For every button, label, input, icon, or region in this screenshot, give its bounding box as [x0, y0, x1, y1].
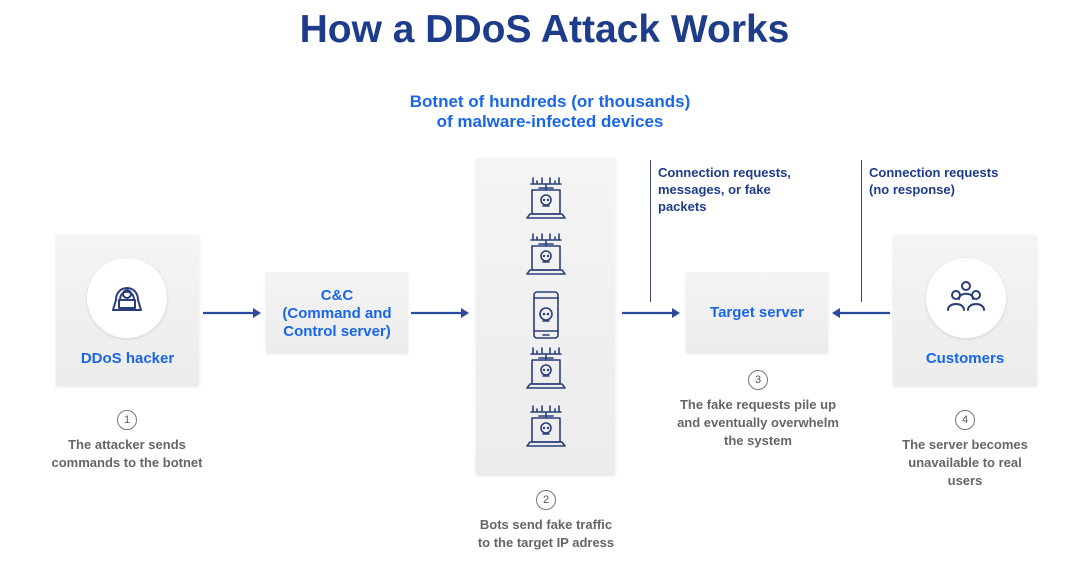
botnet-heading-line2: of malware-infected devices — [436, 112, 664, 131]
hacker-label: DDoS hacker — [80, 350, 175, 367]
attack-traffic-annotation-line3: packets — [658, 199, 707, 214]
botnet-heading: Botnet of hundreds (or thousands) of mal… — [320, 92, 780, 132]
infected-phone-icon — [533, 291, 559, 339]
customer-traffic-annotation-line1: Connection requests — [869, 165, 999, 180]
step-number-4: 4 — [955, 410, 975, 430]
infected-laptop-icon — [526, 347, 566, 389]
diagram-title: How a DDoS Attack Works — [299, 8, 790, 51]
hacker-icon-circle — [87, 258, 167, 338]
botnet-heading-line1: Botnet of hundreds (or thousands) — [409, 92, 691, 111]
target-server-card — [686, 272, 828, 352]
attack-traffic-annotation: Connection requests, messages, or fake p… — [658, 164, 838, 215]
customers-caption: The server becomes unavailable to real u… — [868, 436, 1062, 490]
infected-laptop-icon — [526, 233, 566, 275]
botnet-caption: Bots send fake traffic to the target IP … — [440, 516, 652, 552]
customer-traffic-annotation: Connection requests (no response) — [869, 164, 1049, 198]
botnet-caption-line2: to the target IP adress — [477, 535, 615, 550]
arrow-hacker-to-cnc — [203, 308, 261, 318]
target-caption-line3: the system — [724, 433, 792, 448]
customers-icon-circle — [926, 258, 1006, 338]
arrow-botnet-to-target — [622, 308, 680, 318]
infected-laptop-icon — [526, 405, 566, 447]
cnc-label: C&C (Command and Control server) — [266, 287, 408, 341]
customers-label: Customers — [925, 350, 1005, 367]
infected-laptop-icon — [526, 177, 566, 219]
target-caption: The fake requests pile up and eventually… — [645, 396, 871, 450]
cnc-label-line3: Control server) — [283, 323, 391, 340]
attack-traffic-annotation-line1: Connection requests, — [658, 165, 791, 180]
hacker-caption-line2: commands to the botnet — [51, 455, 203, 470]
cnc-label-line2: (Command and — [282, 305, 392, 322]
botnet-caption-line1: Bots send fake traffic — [479, 517, 613, 532]
annotation-divider — [861, 160, 863, 302]
step-number-3: 3 — [748, 370, 768, 390]
customer-traffic-annotation-line2: (no response) — [869, 182, 955, 197]
cnc-card — [266, 272, 408, 352]
customers-caption-line3: users — [947, 473, 983, 488]
hacker-caption: The attacker sends commands to the botne… — [20, 436, 234, 472]
arrow-customers-to-target — [832, 308, 890, 318]
arrow-cnc-to-botnet — [411, 308, 469, 318]
step-number-2: 2 — [536, 490, 556, 510]
step-number-1: 1 — [117, 410, 137, 430]
target-caption-line2: and eventually overwhelm — [677, 415, 839, 430]
target-server-label: Target server — [710, 304, 804, 321]
hacker-caption-line1: The attacker sends — [68, 437, 186, 452]
annotation-divider — [650, 160, 652, 302]
botnet-card — [476, 158, 615, 474]
hacker-icon — [112, 287, 142, 311]
customers-icon — [947, 281, 985, 311]
attack-traffic-annotation-line2: messages, or fake — [658, 182, 771, 197]
target-caption-line1: The fake requests pile up — [679, 397, 837, 412]
customers-caption-line2: unavailable to real — [908, 455, 1022, 470]
customers-caption-line1: The server becomes — [902, 437, 1028, 452]
cnc-label-line1: C&C — [320, 287, 354, 304]
